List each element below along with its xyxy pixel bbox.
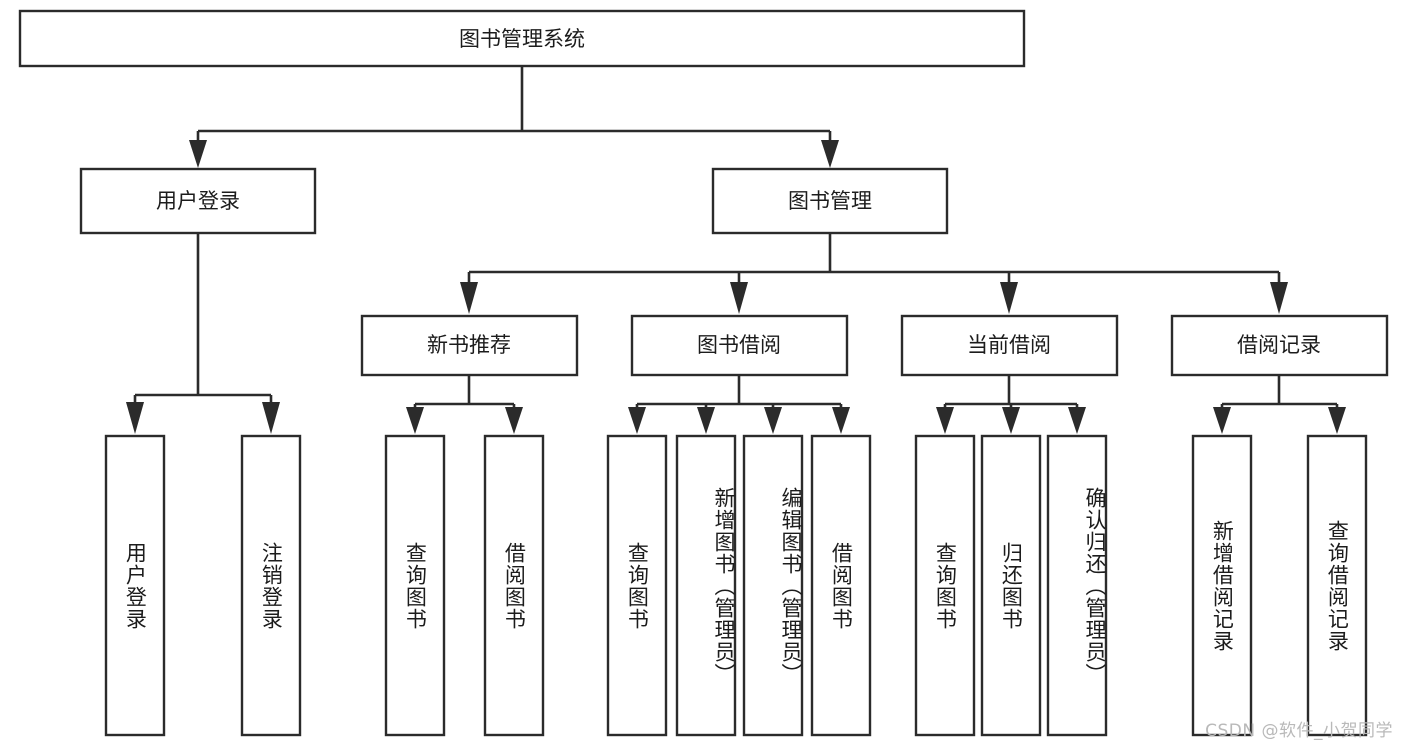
leaf-box-current-3[interactable] [1046, 434, 1108, 737]
watermark-text: CSDN @软件_小贺同学 [1205, 721, 1393, 741]
arrowhead-borrow-3 [764, 407, 782, 434]
arrowhead-l3-3 [1000, 282, 1018, 314]
node-book-management[interactable]: 图书管理 [711, 167, 949, 235]
arrowhead-newbook-1 [406, 407, 424, 434]
node-borrow-record-box[interactable] [1170, 314, 1389, 377]
leaf-box-user-login-1[interactable] [104, 434, 166, 737]
arrowhead-leaf-user-login-1 [126, 402, 144, 434]
leaf-box-borrow-4[interactable] [810, 434, 872, 737]
arrowhead-newbook-2 [505, 407, 523, 434]
arrowhead-record-2 [1328, 407, 1346, 434]
node-new-book-recommend[interactable]: 新书推荐 [360, 314, 579, 377]
node-book-management-box[interactable] [711, 167, 949, 235]
node-user-login[interactable]: 用户登录 [79, 167, 317, 235]
arrowhead-l3-2 [730, 282, 748, 314]
node-book-borrow[interactable]: 图书借阅 [630, 314, 849, 377]
arrowhead-borrow-1 [628, 407, 646, 434]
leaf-box-borrow-3[interactable] [742, 434, 804, 737]
arrowhead-l3-4 [1270, 282, 1288, 314]
leaf-box-borrow-2[interactable] [675, 434, 737, 737]
node-book-borrow-label: 图书借阅 [697, 333, 781, 357]
leaf-box-record-1[interactable] [1191, 434, 1253, 737]
node-borrow-record-label: 借阅记录 [1237, 333, 1321, 357]
node-root[interactable]: 图书管理系统 [18, 9, 1026, 68]
arrowhead-current-2 [1002, 407, 1020, 434]
leaf-box-user-login-2[interactable] [240, 434, 302, 737]
arrowhead-borrow-2 [697, 407, 715, 434]
node-current-borrow-label: 当前借阅 [967, 333, 1051, 357]
node-borrow-record[interactable]: 借阅记录 [1170, 314, 1389, 377]
leaf-box-newbook-2[interactable] [483, 434, 545, 737]
leaf-box-record-2[interactable] [1306, 434, 1368, 737]
leaf-box-borrow-1[interactable] [606, 434, 668, 737]
arrowhead-current-3 [1068, 407, 1086, 434]
leaf-boxes [104, 434, 1368, 737]
leaf-box-current-1[interactable] [914, 434, 976, 737]
arrowhead-book-mgmt [821, 140, 839, 168]
node-book-management-label: 图书管理 [788, 189, 872, 213]
node-book-borrow-box[interactable] [630, 314, 849, 377]
arrowhead-leaf-user-login-2 [262, 402, 280, 434]
node-user-login-label: 用户登录 [156, 189, 240, 213]
node-current-borrow[interactable]: 当前借阅 [900, 314, 1119, 377]
connectors [126, 66, 1346, 434]
arrowhead-l3-1 [460, 282, 478, 314]
arrowhead-current-1 [936, 407, 954, 434]
node-new-book-recommend-label: 新书推荐 [427, 333, 511, 357]
node-current-borrow-box[interactable] [900, 314, 1119, 377]
node-user-login-box[interactable] [79, 167, 317, 235]
node-root-box[interactable] [18, 9, 1026, 68]
arrowhead-borrow-4 [832, 407, 850, 434]
leaf-box-newbook-1[interactable] [384, 434, 446, 737]
node-root-label: 图书管理系统 [459, 27, 585, 51]
arrowhead-record-1 [1213, 407, 1231, 434]
leaf-box-current-2[interactable] [980, 434, 1042, 737]
arrowhead-user-login [189, 140, 207, 168]
node-new-book-recommend-box[interactable] [360, 314, 579, 377]
